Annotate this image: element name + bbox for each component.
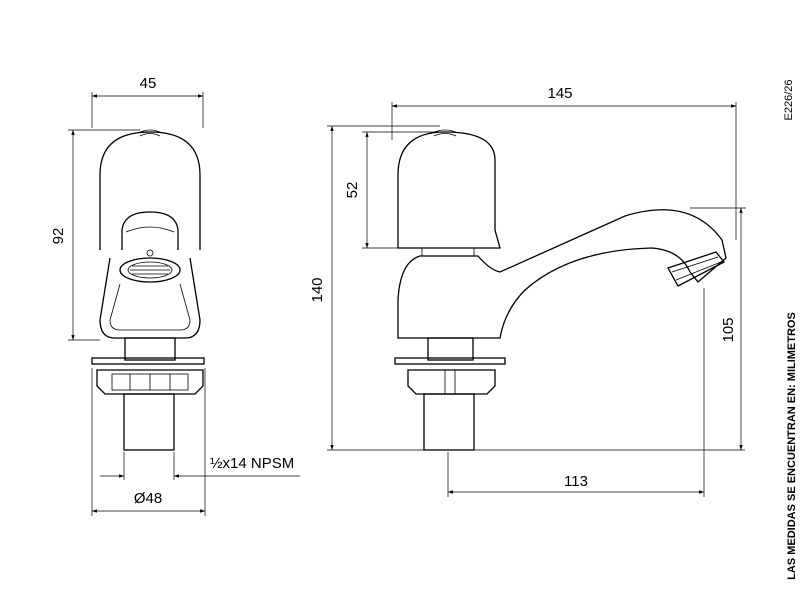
thread-label: ½x14 NPSM [210, 455, 294, 472]
units-note: LAS MEDIDAS SE ENCUENTRAN EN: MILIMETROS [786, 312, 798, 580]
spout-height-label: 105 [720, 317, 737, 342]
front-view [91, 129, 205, 451]
handle-height-label: 52 [344, 182, 361, 199]
reference-code: E226/26 [783, 80, 795, 121]
side-dimensions [327, 102, 746, 497]
spout-reach-label: 113 [564, 473, 588, 490]
width-label: 45 [140, 75, 157, 92]
base-diameter-label: Ø48 [134, 490, 162, 507]
overall-length-label: 145 [547, 85, 572, 102]
front-dimensions [68, 92, 300, 516]
overall-height-label: 140 [309, 277, 326, 302]
side-view [394, 129, 727, 451]
height-label: 92 [50, 228, 67, 245]
